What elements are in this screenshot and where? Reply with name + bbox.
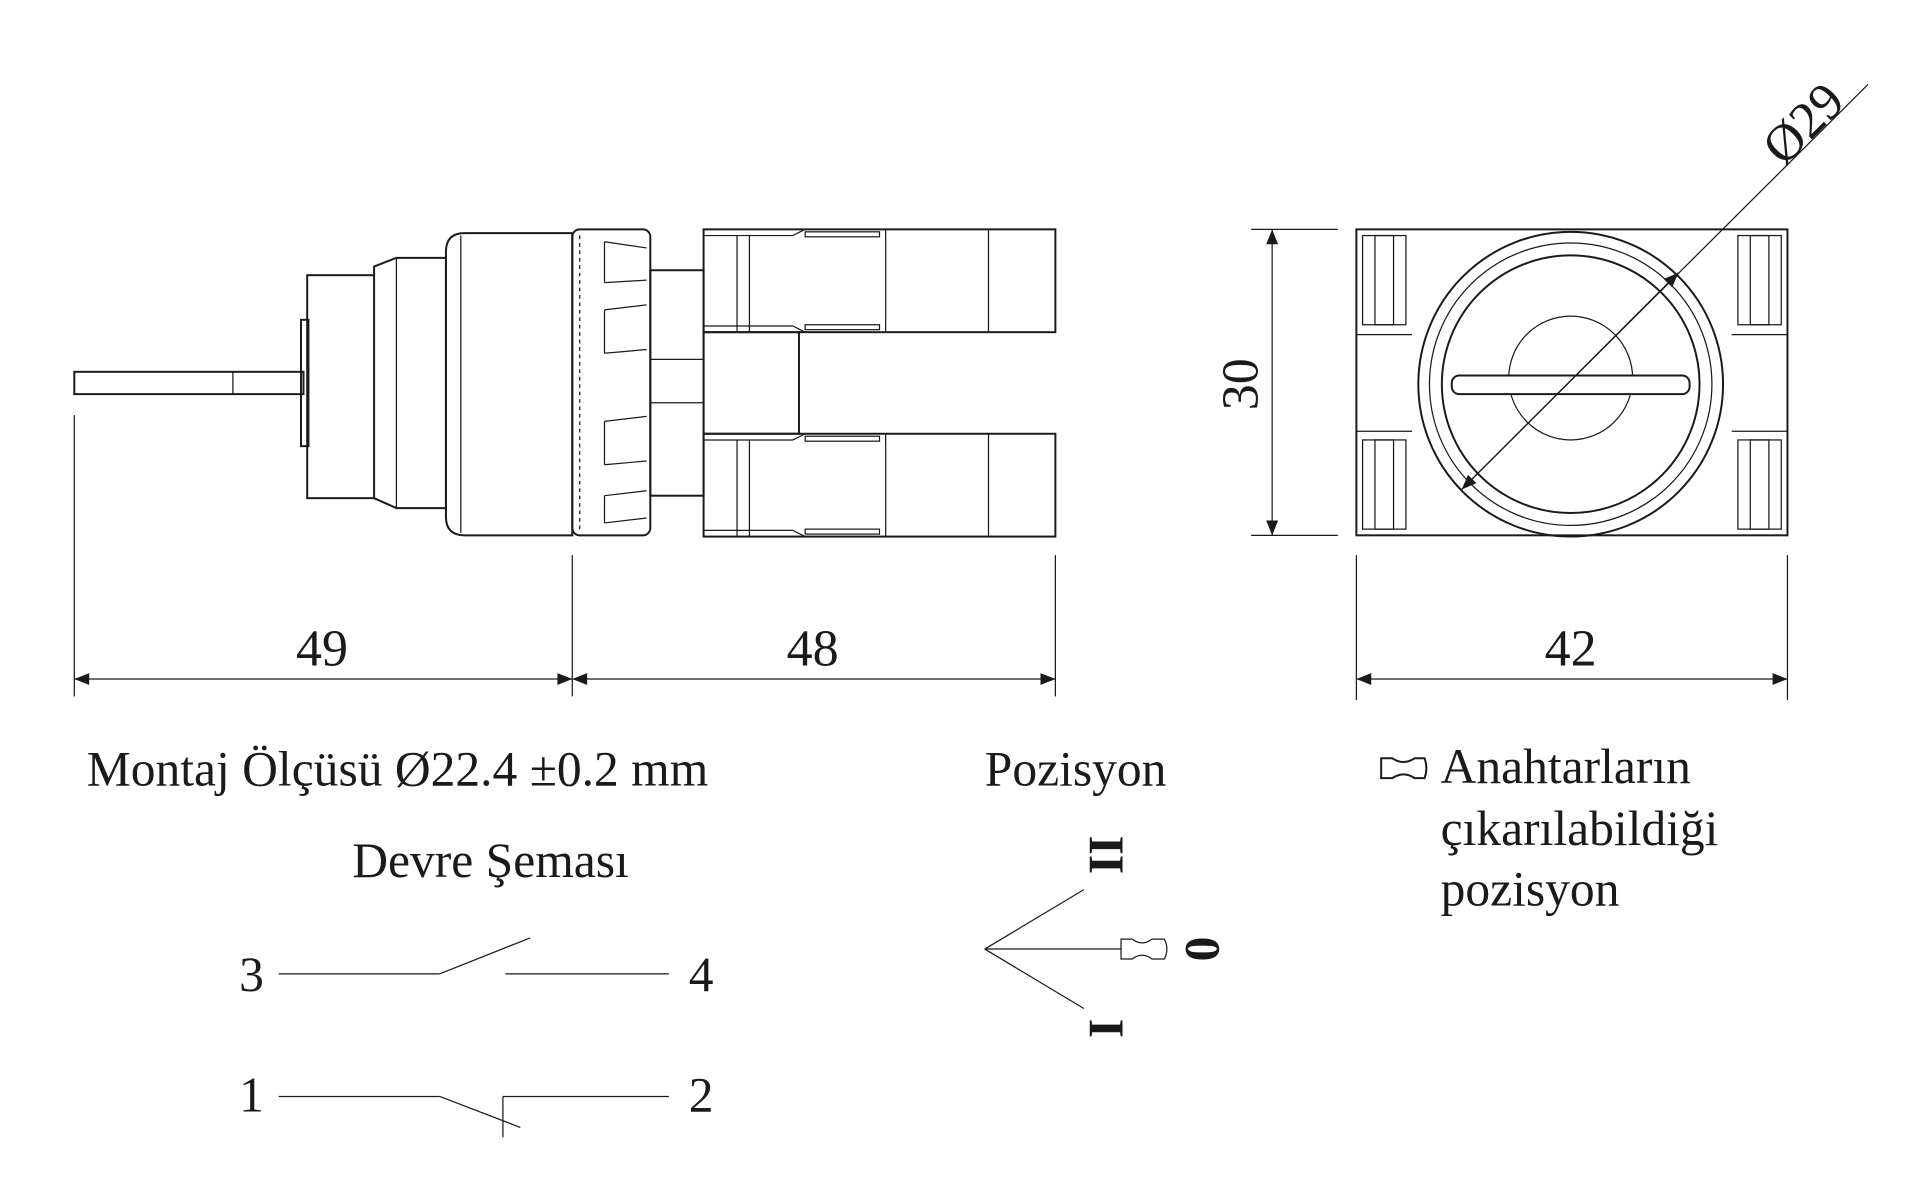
position-label-I: I xyxy=(1079,1019,1134,1038)
dimension-49: 49 xyxy=(296,620,348,677)
side-view xyxy=(73,228,1057,538)
key-icon xyxy=(1120,938,1168,960)
terminal-3: 3 xyxy=(239,947,264,1002)
terminal-2: 2 xyxy=(689,1067,714,1122)
dimension-30: 30 xyxy=(1212,358,1269,410)
side-dimensions: 49 48 xyxy=(73,415,1056,697)
legend-line-2: çıkarılabildiği xyxy=(1441,801,1719,856)
position-label-II: II xyxy=(1079,836,1134,875)
legend: Anahtarların çıkarılabildiği pozisyon xyxy=(1380,739,1719,917)
position-label-0: 0 xyxy=(1176,937,1231,962)
circuit-diagram: 3 4 1 2 xyxy=(239,937,714,1138)
position-diagram: II 0 I xyxy=(984,836,1231,1038)
legend-line-3: pozisyon xyxy=(1441,862,1620,917)
terminal-1: 1 xyxy=(239,1067,264,1122)
dimension-42: 42 xyxy=(1545,620,1597,677)
position-title: Pozisyon xyxy=(985,742,1167,797)
key-icon xyxy=(1380,757,1428,780)
dimension-diameter-29: Ø29 xyxy=(1752,72,1856,176)
circuit-title: Devre Şeması xyxy=(352,833,628,888)
front-view: Ø29 30 42 xyxy=(1212,72,1869,701)
mounting-size-label: Montaj Ölçüsü Ø22.4 ±0.2 mm xyxy=(87,742,709,797)
legend-line-1: Anahtarların xyxy=(1441,739,1692,794)
dimension-48: 48 xyxy=(787,620,839,677)
terminal-4: 4 xyxy=(689,947,714,1002)
